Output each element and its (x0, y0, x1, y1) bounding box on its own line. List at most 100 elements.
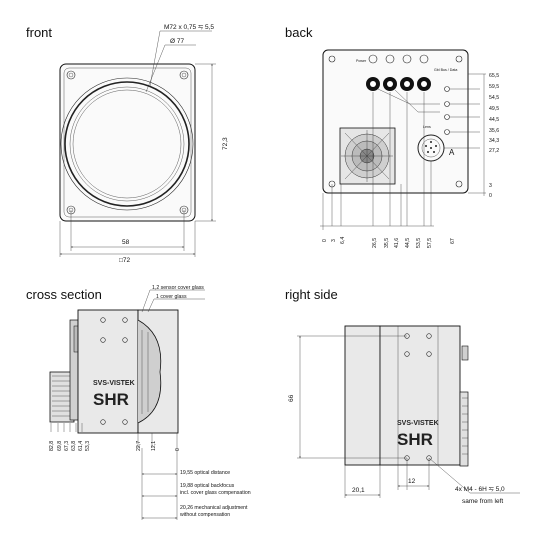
cs-note-sensor: 1,2 sensor cover glass (152, 285, 204, 291)
cross-section-view: cross section SVS-VISTEK SHR 1,2 sensor … (26, 285, 251, 520)
cs-brand-logo: SVS-VISTEK (93, 380, 135, 387)
front-view: front M72 x 0,75 ⥧ 5,5 Ø 77 72,3 (26, 24, 229, 264)
back-fan-grille (339, 127, 396, 185)
led-icon (444, 86, 450, 92)
dim-label: 22,7 (136, 441, 142, 451)
rs-bottom-ext-lines (379, 458, 430, 498)
right-side-view: right side SVS-VISTEK SHR 66 20,1 12 4x (285, 287, 520, 505)
dim-label: 12,1 (151, 441, 157, 451)
rs-small-connector (461, 345, 469, 361)
dim-label: 82,8 (49, 441, 55, 451)
rs-brand-logo: SVS-VISTEK (397, 420, 439, 427)
rs-main-housing (379, 325, 461, 466)
front-mount-ring-thread (64, 81, 190, 207)
rs-seam-lines (379, 326, 439, 465)
dim-label: 41,6 (394, 238, 400, 248)
port-hole (387, 81, 393, 87)
port-hole (421, 81, 427, 87)
rs-dim-b-label: 12 (408, 478, 416, 485)
cs-sensor-leader (141, 289, 205, 313)
cs-cover-leader (147, 298, 205, 313)
front-mount-ring-inner (69, 86, 185, 202)
back-bottom-dims: 0 3 6,4 26,5 35,5 41,6 44,5 53,5 57,5 67 (322, 237, 456, 248)
cs-note-mech-sub: without compensation (180, 512, 230, 518)
dim-label: 54,5 (489, 95, 499, 101)
dim-label: 59,5 (489, 84, 499, 90)
pin (430, 141, 432, 143)
dim-label: 63,8 (71, 441, 77, 451)
leader-line (394, 89, 440, 113)
back-right-dims: 65,5 59,5 54,5 49,5 44,5 35,6 34,3 27,2 … (489, 73, 499, 199)
front-diameter-leader (145, 44, 196, 93)
dim-label: 3 (331, 239, 337, 242)
screw-icon (404, 351, 410, 357)
connector-icon (385, 54, 395, 64)
rs-thread-label: 4x M4 - 6H ⥧ 5,0 (455, 486, 505, 493)
rs-rear-connectors (459, 391, 469, 467)
screw-icon (328, 55, 336, 63)
dim-label: 0 (489, 193, 492, 199)
dim-label: 34,3 (489, 138, 499, 144)
dim-label: 26,5 (372, 238, 378, 248)
dim-label: 69,8 (57, 441, 63, 451)
led-icon (444, 114, 450, 120)
dim-label: 44,5 (405, 238, 411, 248)
cs-note-optical-distance: 19,55 optical distance (180, 470, 230, 476)
connector-icon (402, 54, 412, 64)
cs-glass-lines (141, 330, 149, 414)
rs-height-label: 66 (288, 394, 295, 402)
front-aperture (72, 89, 182, 199)
dim-label: 27,2 (489, 148, 499, 154)
screw-icon (100, 419, 106, 425)
dim-label: 0 (175, 448, 181, 451)
front-mount-ring-outer (60, 77, 194, 211)
rs-connector-fins (462, 397, 468, 455)
cs-housing (77, 309, 139, 434)
dim-label: 0 (322, 239, 328, 242)
rs-dim-a-label: 20,1 (352, 487, 365, 494)
cs-ext-lines (50, 423, 178, 520)
back-io-label: Gbl Bus / Data (434, 68, 457, 72)
back-title: back (285, 25, 313, 40)
connector-pins (425, 141, 437, 153)
dim-label: 67 (450, 238, 456, 244)
back-power-label: Power (356, 59, 367, 63)
pin (430, 147, 432, 149)
screw-icon (100, 317, 106, 323)
pin (435, 145, 437, 147)
front-height-label: 72,3 (222, 137, 229, 150)
cs-small-connector (73, 325, 79, 353)
dim-label: 53,3 (85, 441, 91, 451)
screw-icon (179, 70, 189, 80)
back-bottom-ext-lines (331, 92, 432, 226)
cs-connector-fins (52, 375, 72, 417)
screw-icon (426, 351, 432, 357)
front-housing-inner (63, 67, 192, 218)
back-leds (444, 86, 450, 135)
cs-bottom-dims: 82,8 69,8 67,3 63,8 61,4 53,3 22,7 12,1 … (49, 441, 181, 451)
rs-rear-section (344, 325, 381, 466)
right-side-title: right side (285, 287, 338, 302)
connector-icon (419, 54, 429, 64)
screw-icon (66, 70, 76, 80)
front-thread-label: M72 x 0,75 ⥧ 5,5 (164, 24, 214, 31)
led-icon (444, 101, 450, 107)
screw-icon (122, 317, 128, 323)
dim-label: 67,3 (64, 441, 70, 451)
cs-brand-model: SHR (93, 390, 129, 409)
fan-guard-lines (341, 130, 393, 182)
back-connector-label: Lens (423, 125, 431, 129)
front-width-inner-label: 58 (122, 239, 130, 246)
screw-icon (122, 337, 128, 343)
rs-thread-sub: same from left (462, 498, 503, 505)
dim-label: 57,5 (427, 238, 433, 248)
cs-note-mech: 20,26 mechanical adjustment (180, 505, 248, 511)
dim-label: 35,5 (384, 238, 390, 248)
dim-label: 65,5 (489, 73, 499, 79)
screw-icon (455, 180, 463, 188)
front-diameter-label: Ø 77 (170, 38, 184, 45)
back-view: back Power Gbl Bus / Data (285, 25, 499, 248)
rs-brand-model: SHR (397, 430, 433, 449)
pin (427, 151, 429, 153)
